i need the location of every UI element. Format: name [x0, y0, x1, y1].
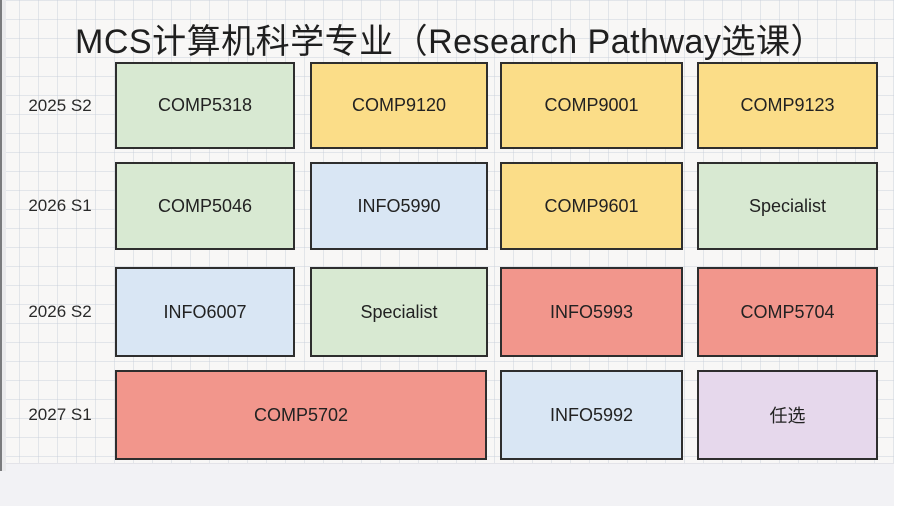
course-box-label: COMP9001 — [544, 95, 639, 115]
canvas-footer-strip — [0, 463, 900, 506]
course-box-label: INFO5990 — [357, 195, 441, 216]
row-label-2026-s1: 2026 S1 — [28, 196, 92, 215]
course-box-specialist-1[interactable]: Specialist — [697, 162, 878, 250]
course-box-comp5704[interactable]: COMP5704 — [697, 267, 878, 357]
course-box-info5992[interactable]: INFO5992 — [500, 370, 683, 460]
course-box-renxuan[interactable]: 任选 — [697, 370, 878, 460]
course-box-specialist-2[interactable]: Specialist — [310, 267, 488, 357]
course-box-comp5046[interactable]: COMP5046 — [115, 162, 295, 250]
course-box-label: INFO5992 — [549, 404, 634, 425]
course-box-comp9123[interactable]: COMP9123 — [697, 62, 878, 149]
course-box-comp9601[interactable]: COMP9601 — [500, 162, 683, 250]
row-label-2025-s2: 2025 S2 — [28, 95, 92, 115]
page-title: MCS计算机科学专业（Research Pathway选课） — [75, 23, 825, 61]
course-box-label: INFO5993 — [549, 301, 634, 322]
course-box-comp5702[interactable]: COMP5702 — [115, 370, 487, 460]
course-box-label: COMP9123 — [740, 95, 835, 115]
row-label-2027-s1: 2027 S1 — [28, 405, 92, 424]
course-box-label: COMP5318 — [157, 95, 253, 115]
course-box-label: 任选 — [769, 406, 806, 426]
course-box-label: COMP9601 — [544, 195, 639, 216]
course-box-comp9120[interactable]: COMP9120 — [310, 62, 488, 149]
course-box-comp5318[interactable]: COMP5318 — [115, 62, 295, 149]
course-box-info5990[interactable]: INFO5990 — [310, 162, 488, 250]
course-box-label: Specialist — [748, 195, 827, 216]
course-box-label: COMP5046 — [157, 195, 253, 216]
canvas-right-strip — [894, 0, 900, 506]
course-box-label: INFO6007 — [163, 301, 247, 322]
course-box-label: COMP5704 — [740, 301, 835, 322]
canvas-left-edge — [0, 0, 6, 471]
course-box-comp9001[interactable]: COMP9001 — [500, 62, 683, 149]
row-label-2026-s2: 2026 S2 — [28, 302, 92, 321]
course-box-label: Specialist — [360, 301, 438, 322]
course-box-info6007[interactable]: INFO6007 — [115, 267, 295, 357]
course-box-label: COMP9120 — [351, 95, 447, 115]
course-box-label: COMP5702 — [253, 404, 349, 425]
course-box-info5993[interactable]: INFO5993 — [500, 267, 683, 357]
